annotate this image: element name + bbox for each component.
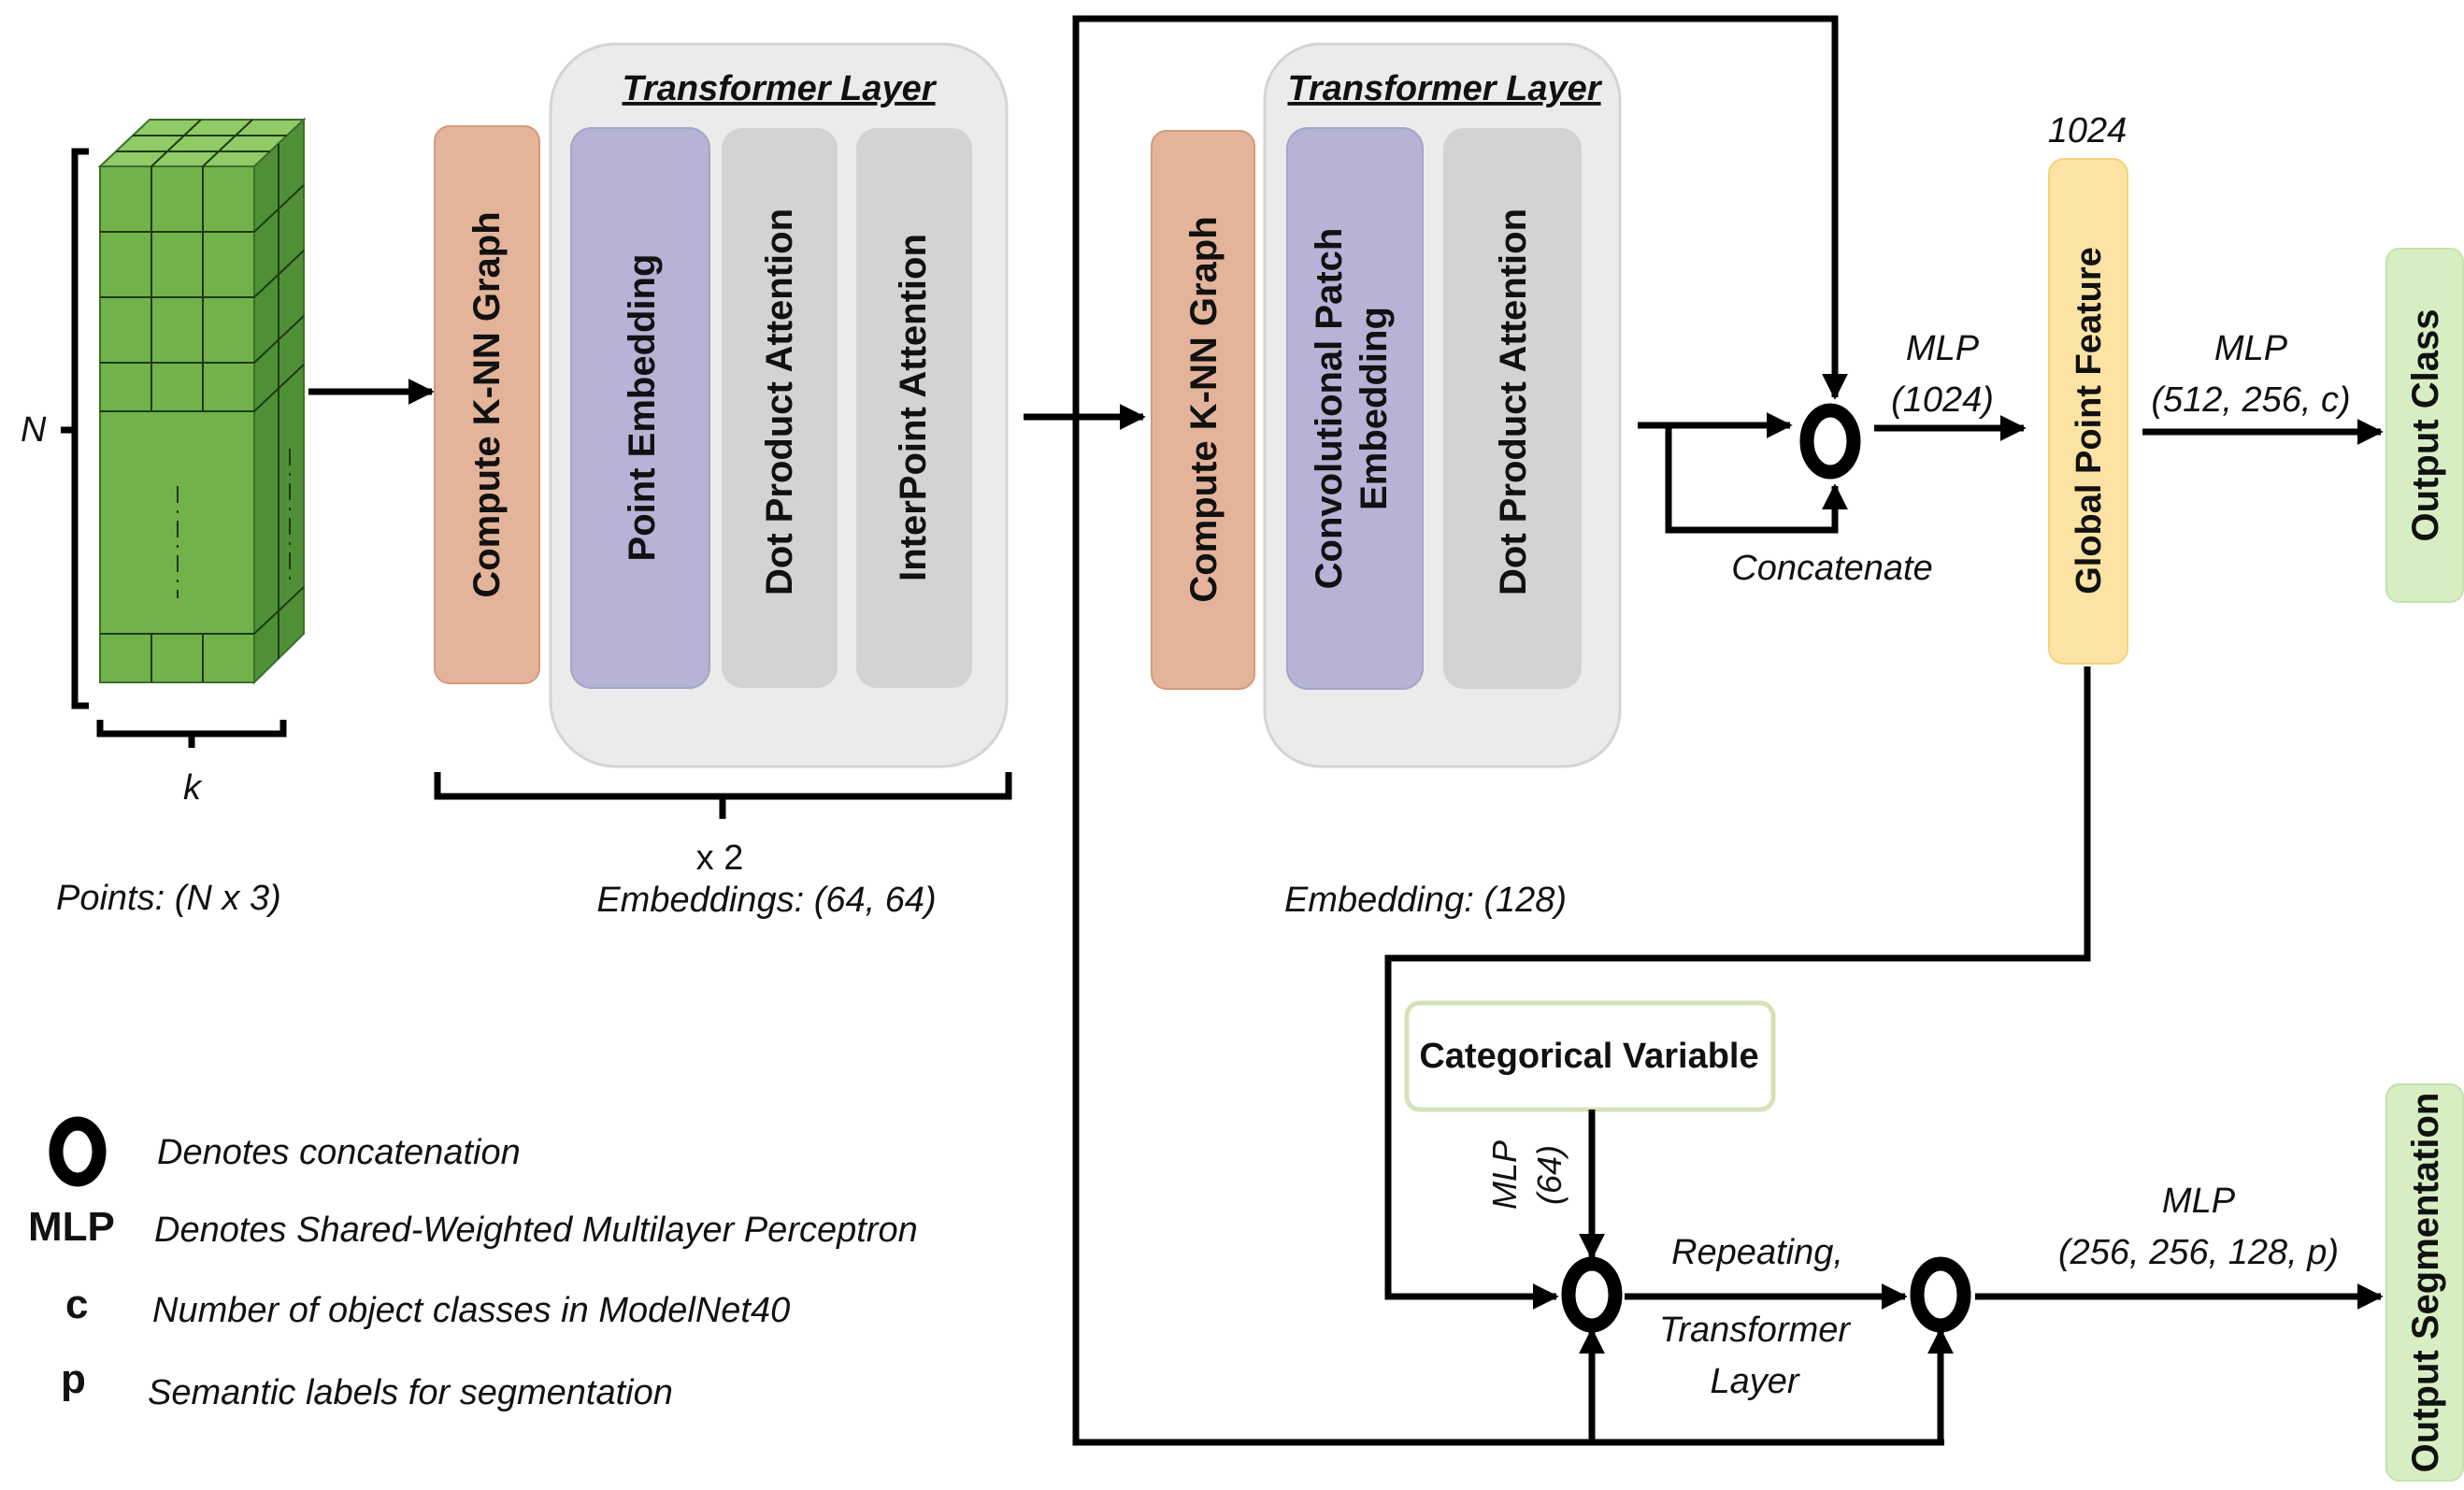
legend-mlp-desc: Denotes Shared-Weighted Multilayer Perce… bbox=[154, 1211, 918, 1250]
embedding-caption-2: Embedding: (128) bbox=[1284, 881, 1567, 920]
interpoint-attention-box bbox=[856, 128, 972, 688]
repeat-label: x 2 bbox=[696, 838, 744, 878]
point-embedding-label: Point Embedding bbox=[622, 254, 663, 562]
conv-patch-label-line2: Embedding bbox=[1354, 307, 1395, 510]
global-feature-to-segmentation bbox=[1384, 666, 2091, 1310]
output-segmentation-box bbox=[2385, 1083, 2464, 1482]
legend-concat-desc: Denotes concatenation bbox=[157, 1133, 521, 1172]
output-class-label: Output Class bbox=[2405, 309, 2446, 542]
dim-k-label: k bbox=[183, 768, 203, 808]
interpoint-attention-label: InterPoint Attention bbox=[893, 234, 934, 581]
concat-node-2 bbox=[1561, 1256, 1623, 1333]
mlp1-label-line2: (1024) bbox=[1891, 380, 1994, 420]
categorical-variable-label: Categorical Variable bbox=[1419, 1037, 1758, 1076]
legend-c-desc: Number of object classes in ModelNet40 bbox=[152, 1291, 790, 1330]
transformer-title-2: Transformer Layer bbox=[1287, 69, 1602, 108]
k-dimension-bracket bbox=[96, 720, 287, 748]
input-point-cube bbox=[97, 117, 307, 685]
embeddings-caption: Embeddings: (64, 64) bbox=[596, 881, 936, 920]
mlp3-label-line1: MLP bbox=[2162, 1182, 2236, 1221]
mlp1-label-line1: MLP bbox=[1906, 329, 1980, 368]
global-point-feature-label: Global Point Feature bbox=[2070, 247, 2109, 595]
transformer-title-1: Transformer Layer bbox=[622, 69, 937, 108]
legend-concat-icon bbox=[49, 1116, 107, 1187]
mlp-cat-line1: MLP bbox=[1485, 1140, 1524, 1210]
mlp2-label-line2: (512, 256, c) bbox=[2151, 380, 2350, 420]
knn-box-2 bbox=[1151, 130, 1255, 690]
repeating-line1: Repeating, bbox=[1671, 1233, 1843, 1272]
knn-box-1 bbox=[434, 125, 540, 684]
repeating-line3: Layer bbox=[1710, 1362, 1799, 1401]
n-dimension-bracket bbox=[61, 148, 89, 709]
legend-p-desc: Semantic labels for segmentation bbox=[148, 1373, 673, 1412]
conv-patch-label-line1: Convolutional Patch bbox=[1309, 228, 1350, 590]
dot-attention-box-1 bbox=[722, 128, 838, 688]
conv-patch-embedding-box bbox=[1286, 127, 1424, 690]
dim-n-label: N bbox=[21, 410, 47, 450]
concat-loop bbox=[1665, 425, 1848, 534]
concat-node-1 bbox=[1799, 403, 1861, 480]
mlp2-label-line1: MLP bbox=[2214, 329, 2288, 368]
legend: Denotes concatenation MLP Denotes Shared… bbox=[28, 1116, 918, 1412]
legend-p-key: p bbox=[61, 1356, 86, 1402]
output-segmentation-label: Output Segmentation bbox=[2405, 1093, 2446, 1473]
legend-mlp-key: MLP bbox=[28, 1204, 115, 1250]
dot-attention-label-2: Dot Product Attention bbox=[1493, 208, 1534, 595]
concat-node-3 bbox=[1910, 1256, 1971, 1333]
global-feature-size: 1024 bbox=[2048, 111, 2127, 150]
skip-connection-top bbox=[1072, 15, 1848, 417]
dot-attention-box-2 bbox=[1443, 128, 1582, 689]
repeating-line2: Transformer bbox=[1659, 1311, 1851, 1350]
mlp-cat-line2: (64) bbox=[1530, 1145, 1569, 1205]
knn-label-1: Compute K-NN Graph bbox=[466, 211, 508, 597]
legend-c-key: c bbox=[65, 1282, 88, 1327]
skip-connection-bottom bbox=[1072, 417, 1944, 1446]
knn-label-2: Compute K-NN Graph bbox=[1183, 216, 1225, 602]
mlp3-label-line2: (256, 256, 128, p) bbox=[2058, 1233, 2339, 1272]
repeat-bracket bbox=[434, 772, 1012, 819]
point-embedding-box bbox=[570, 127, 710, 689]
global-point-feature-box bbox=[2048, 158, 2128, 665]
dot-attention-label-1: Dot Product Attention bbox=[759, 208, 800, 595]
output-class-box bbox=[2385, 248, 2464, 603]
concatenate-label: Concatenate bbox=[1731, 549, 1933, 588]
input-caption: Points: (N x 3) bbox=[56, 879, 281, 918]
